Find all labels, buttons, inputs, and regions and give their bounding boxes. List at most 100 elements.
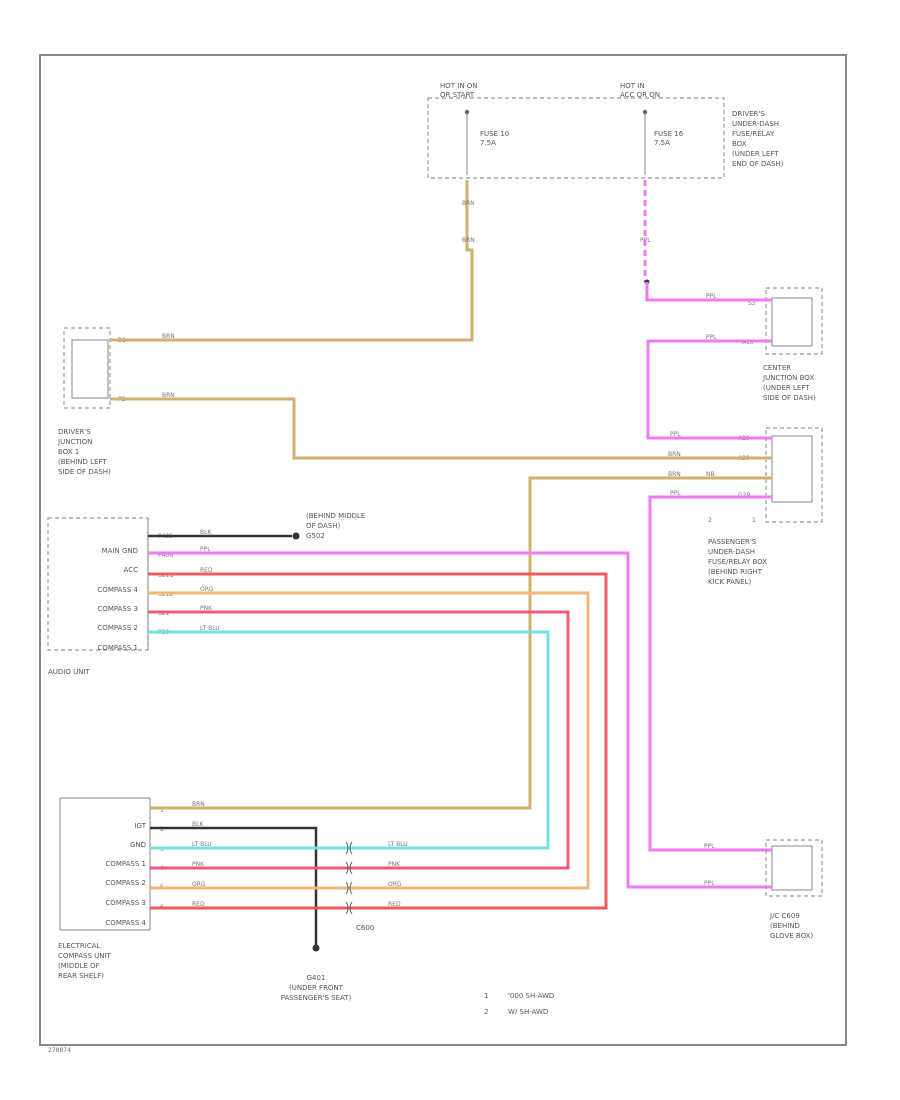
- ground-g502-desc: (BEHIND MIDDLE: [306, 512, 365, 520]
- fuse-relay-box-outline: [427, 97, 725, 179]
- fuse-box-desc-line: END OF DASH): [732, 160, 784, 168]
- compass-desc-line: REAR SHELF): [58, 972, 104, 980]
- hot-label-1: HOT IN ON: [440, 82, 478, 90]
- wire-labels: BRN BRN BRN BRN PPL PPL PPL PPL BRN BRN …: [162, 200, 717, 908]
- compass-row-label: IGT: [134, 822, 146, 830]
- wire-label-brn: BRN: [162, 392, 175, 399]
- wire-ppl-s3: [645, 282, 772, 302]
- wire-label-brn: BRN: [668, 451, 681, 458]
- drivers-jb-desc-line: DRIVER'S: [58, 428, 91, 436]
- pass-box-desc-line: UNDER-DASH: [708, 548, 755, 556]
- wire-label-org: ORG: [200, 586, 214, 593]
- wire-label-red: RED: [192, 901, 205, 908]
- ground-g502-desc: OF DASH): [306, 522, 341, 530]
- wire-label-ppl: PPL: [706, 334, 717, 341]
- jc-line: (BEHIND: [770, 922, 800, 930]
- center-junction-box-outline: [765, 287, 823, 355]
- wire-label-ppl: PPL: [704, 880, 715, 887]
- legend: 1 '000 SH-AWD 2 W/ SH-AWD: [484, 992, 554, 1016]
- pass-box-desc-line: PASSENGER'S: [708, 538, 757, 546]
- center-jb-desc-line: CENTER: [763, 364, 791, 372]
- compass-desc-line: (MIDDLE OF: [58, 962, 100, 970]
- wire-blk-compass-gnd: [150, 826, 318, 945]
- compass-pin: 2: [160, 826, 164, 833]
- wire-brn-fuse10-b1: [110, 180, 474, 342]
- fuse-16-node: [642, 109, 648, 115]
- passengers-box-outline: [765, 427, 823, 523]
- fuse-box-desc-line: UNDER-DASH: [732, 120, 779, 128]
- jc-c609-inner: [771, 845, 813, 891]
- audio-row-label: COMPASS 2: [97, 624, 138, 632]
- hot-label-2b: ACC OR ON: [620, 91, 660, 99]
- wire-label-red: RED: [388, 901, 401, 908]
- wire-label-blk: BLK: [200, 529, 212, 536]
- audio-pin: P406: [158, 552, 173, 559]
- wire-label-brn: BRN: [462, 200, 475, 207]
- wire-label-ppl: PPL: [670, 490, 681, 497]
- legend-text: '000 SH-AWD: [508, 992, 554, 1000]
- pin-s3: S3: [748, 300, 756, 307]
- center-jb-desc-line: (UNDER LEFT: [763, 384, 810, 392]
- wire-pnk-compass2: [148, 610, 570, 870]
- c600-pin-symbol: [345, 901, 353, 915]
- compass-unit-description: ELECTRICAL COMPASS UNIT (MIDDLE OF REAR …: [58, 942, 112, 980]
- jc-line: J/C C609: [769, 912, 800, 920]
- audio-row-label: COMPASS 1: [97, 644, 138, 652]
- center-jb-desc-line: JUNCTION BOX: [762, 374, 814, 382]
- diagram-frame: [39, 54, 847, 1046]
- compass-desc-line: COMPASS UNIT: [58, 952, 112, 960]
- jc-line: GLOVE BOX): [770, 932, 813, 940]
- legend-num: 1: [484, 992, 488, 1000]
- fuse-box-description: DRIVER'S UNDER-DASH FUSE/RELAY BOX (UNDE…: [732, 110, 784, 168]
- compass-pin: 1: [160, 807, 164, 814]
- wire-label-red: RED: [200, 567, 213, 574]
- compass-row-label: COMPASS 3: [105, 899, 146, 907]
- ground-g502-id: G502: [306, 532, 325, 540]
- ground-g401-description: G401 (UNDER FRONT PASSENGER'S SEAT): [281, 974, 352, 1002]
- drivers-jb-description: DRIVER'S JUNCTION BOX 1 (BEHIND LEFT SID…: [57, 428, 111, 476]
- c600-pin-symbol: [345, 841, 353, 855]
- fuse-10-rating: 7.5A: [480, 139, 496, 147]
- center-jb-description: CENTER JUNCTION BOX (UNDER LEFT SIDE OF …: [762, 364, 816, 402]
- pass-box-desc-line: KICK PANEL): [708, 578, 751, 586]
- wire-label-org: ORG: [388, 881, 402, 888]
- fuse-16-rating: 7.5A: [654, 139, 670, 147]
- wire-ltblu-compass1: [148, 630, 550, 850]
- wire-label-nb: NB: [706, 471, 715, 478]
- c600-label: C600: [356, 924, 374, 932]
- wire-label-org: ORG: [192, 881, 206, 888]
- wire-label-pnk: PNK: [388, 861, 401, 868]
- wire-ppl-acc-jc: [148, 551, 772, 889]
- wire-ppl-g29-jc: [648, 495, 772, 852]
- wire-label-ppl: PPL: [670, 431, 681, 438]
- audio-unit-rows: MAIN GND ACC COMPASS 4 COMPASS 3 COMPASS…: [97, 547, 138, 652]
- audio-row-label: ACC: [124, 566, 139, 574]
- hot-label-2: HOT IN: [620, 82, 645, 90]
- drivers-jb-desc-line: JUNCTION: [57, 438, 92, 446]
- compass-unit-rows: IGT GND COMPASS 1 COMPASS 2 COMPASS 3 CO…: [105, 822, 146, 927]
- wire-label-brn: BRN: [162, 333, 175, 340]
- wire-red-compass4: [148, 572, 608, 910]
- center-junction-box-inner: [771, 297, 813, 347]
- compass-unit-pins: 1 2 3 4 5 6: [160, 807, 164, 911]
- c600-pin-symbol: [345, 881, 353, 895]
- ground-g401-node: [312, 944, 320, 952]
- audio-row-label: COMPASS 4: [97, 586, 138, 594]
- wire-label-ppl: PPL: [706, 293, 717, 300]
- drivers-junction-box-inner: [71, 339, 109, 399]
- wire-label-brn: BRN: [462, 237, 475, 244]
- fuse-box-desc-line: FUSE/RELAY: [732, 130, 775, 138]
- marker-1: 1: [752, 517, 756, 524]
- compass-unit-outline: [59, 797, 151, 931]
- center-jb-desc-line: SIDE OF DASH): [763, 394, 816, 402]
- fuse-10-label: FUSE 10: [480, 130, 509, 138]
- jc-description: J/C C609 (BEHIND GLOVE BOX): [769, 912, 813, 940]
- fuse-box-desc-line: DRIVER'S: [732, 110, 765, 118]
- wire-label-brn: BRN: [192, 801, 205, 808]
- ground-g502-node: [292, 532, 300, 540]
- fuse-10-node: [464, 109, 470, 115]
- passengers-box-inner: [771, 435, 813, 503]
- compass-row-label: COMPASS 2: [105, 879, 146, 887]
- drivers-jb-desc-line: SIDE OF DASH): [58, 468, 111, 476]
